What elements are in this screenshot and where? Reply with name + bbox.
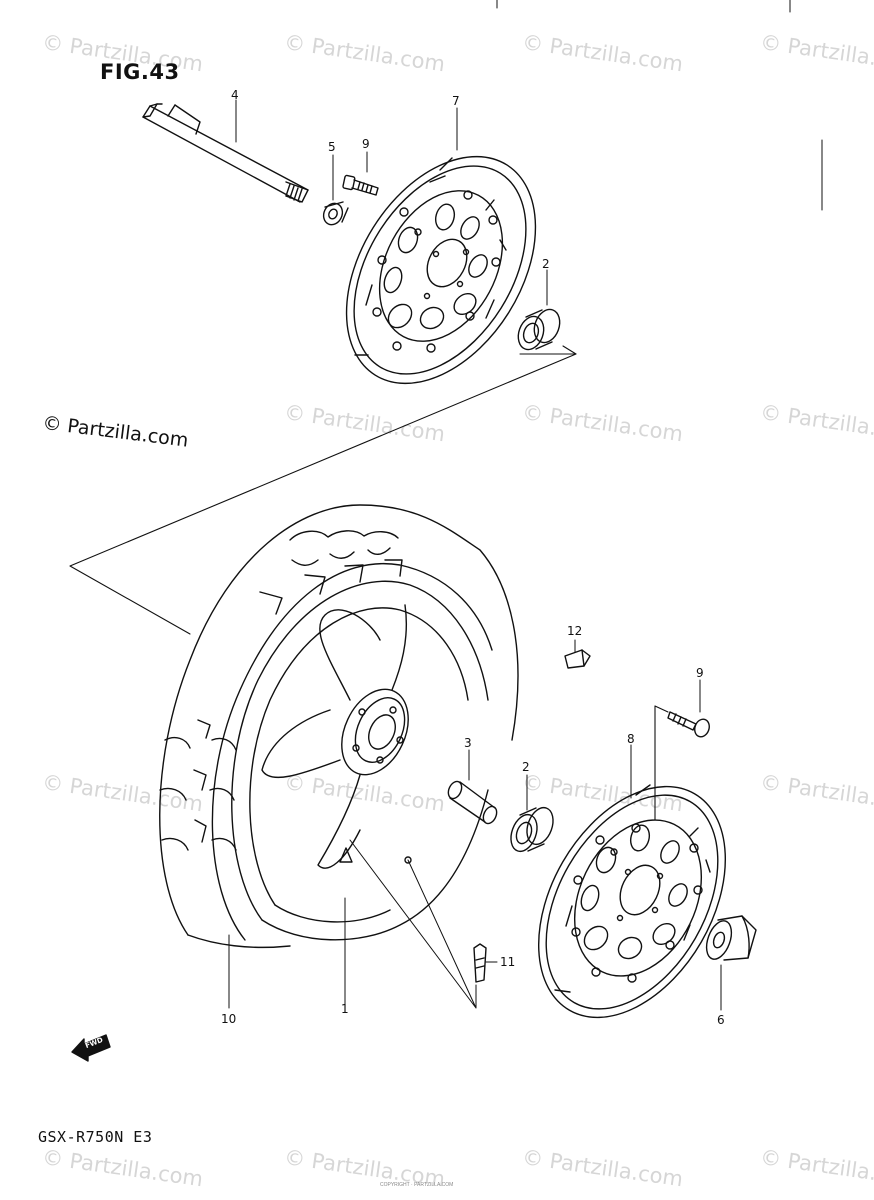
collar — [705, 915, 757, 961]
callout-3: 3 — [464, 736, 472, 750]
callout-2-lower: 2 — [522, 760, 530, 774]
washer — [322, 201, 349, 226]
callout-2-upper: 2 — [542, 257, 550, 271]
callout-1: 1 — [341, 1002, 349, 1016]
bearing-upper — [517, 308, 561, 351]
bearing-lower — [510, 806, 554, 853]
fwd-arrow — [71, 1034, 111, 1062]
brake-disc-upper — [345, 155, 537, 385]
spacer — [447, 780, 498, 825]
callout-6: 6 — [717, 1013, 725, 1027]
callout-4: 4 — [231, 88, 239, 102]
valve-stem — [473, 943, 498, 983]
leader-lines — [228, 99, 722, 1011]
callout-5: 5 — [328, 140, 336, 154]
callout-7: 7 — [452, 94, 460, 108]
bolt — [342, 174, 379, 196]
callout-9-upper: 9 — [362, 137, 370, 151]
wheel — [231, 580, 489, 941]
valve-cap — [564, 649, 591, 669]
figure-title: FIG.43 — [100, 60, 180, 84]
brake-disc-lower — [537, 784, 727, 1019]
bolt-lower — [654, 705, 710, 821]
fine-print: COPYRIGHT · PARTZILLA.COM — [380, 1182, 454, 1188]
callout-12: 12 — [567, 624, 583, 638]
callout-8: 8 — [627, 732, 635, 746]
model-code: GSX-R750N E3 — [38, 1128, 153, 1146]
axle — [142, 103, 309, 203]
callout-11: 11 — [500, 955, 516, 969]
callout-10: 10 — [221, 1012, 237, 1026]
tire — [159, 504, 519, 949]
callout-9-lower: 9 — [696, 666, 704, 680]
